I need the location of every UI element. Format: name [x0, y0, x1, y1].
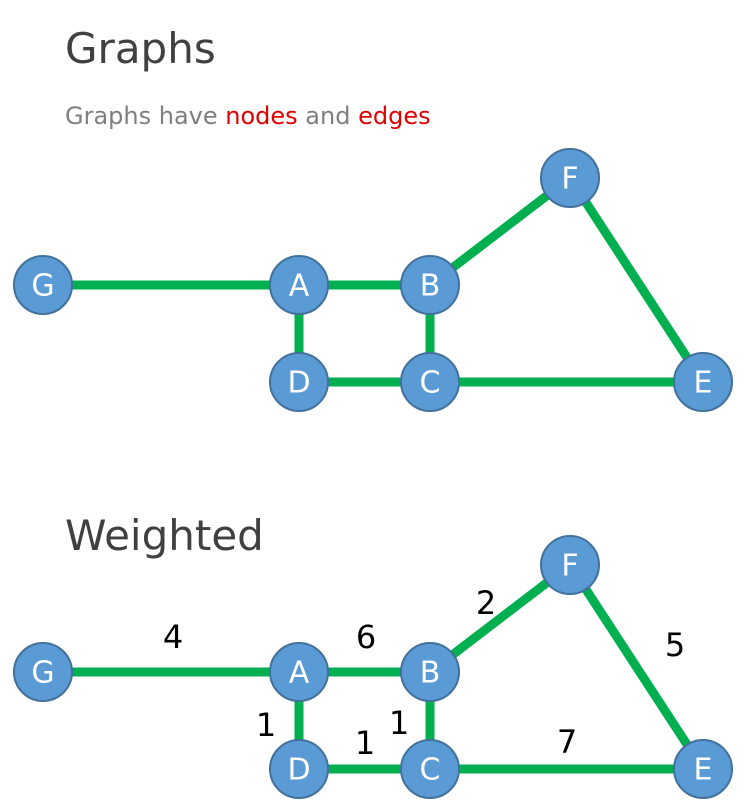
weight-label-b-f: 2 — [476, 584, 496, 622]
graph1-node-label-a: A — [289, 269, 310, 304]
graph1-node-circle-g — [13, 255, 73, 315]
graph1-node-label-e: E — [694, 366, 713, 401]
graph1-node-circle-a — [269, 255, 329, 315]
graph1-node-g: G — [13, 255, 73, 315]
graph2-node-b: B — [400, 642, 460, 702]
graph2-node-circle-a — [269, 642, 329, 702]
graph2-node-label-f: F — [561, 549, 578, 584]
graphs-title: Graphs — [65, 24, 216, 73]
graph1-node-label-b: B — [420, 269, 441, 304]
subtitle-nodes-word: nodes — [225, 102, 298, 130]
graph2-node-label-g: G — [31, 656, 54, 691]
graph2-edge-f-e — [566, 562, 707, 772]
weight-label-b-c: 1 — [389, 704, 409, 742]
graph1-node-circle-e — [673, 352, 733, 412]
graph1-node-a: A — [269, 255, 329, 315]
graph1-edge-f-e — [566, 175, 707, 385]
weight-label-d-c: 1 — [355, 724, 375, 762]
unweighted-graph: G A B D C E F — [13, 148, 733, 412]
weighted-title: Weighted — [65, 511, 264, 560]
graph2-node-label-c: C — [420, 753, 441, 788]
graph2-node-label-a: A — [289, 656, 310, 691]
graph1-node-label-c: C — [420, 366, 441, 401]
graph2-node-f: F — [540, 535, 600, 595]
graph1-node-circle-f — [540, 148, 600, 208]
graph1-node-e: E — [673, 352, 733, 412]
weight-label-c-e: 7 — [557, 723, 577, 761]
subtitle-edges-word: edges — [358, 102, 431, 130]
weight-label-g-a: 4 — [163, 618, 183, 656]
graph1-node-circle-c — [400, 352, 460, 412]
weight-label-a-d: 1 — [256, 706, 276, 744]
graph2-node-label-b: B — [420, 656, 441, 691]
graph1-node-f: F — [540, 148, 600, 208]
graph1-node-circle-b — [400, 255, 460, 315]
graph2-node-circle-b — [400, 642, 460, 702]
graph1-node-label-g: G — [31, 269, 54, 304]
graph2-node-circle-e — [673, 739, 733, 799]
graph2-node-g: G — [13, 642, 73, 702]
graph1-node-d: D — [269, 352, 329, 412]
graph1-node-label-f: F — [561, 162, 578, 197]
graphs-subtitle: Graphs have nodes and edges — [65, 102, 431, 131]
graph2-node-circle-g — [13, 642, 73, 702]
graph1-node-c: C — [400, 352, 460, 412]
graph2-node-circle-d — [269, 739, 329, 799]
graph1-node-label-d: D — [287, 366, 310, 401]
graph1-node-b: B — [400, 255, 460, 315]
subtitle-middle: and — [297, 102, 359, 130]
graph1-node-circle-d — [269, 352, 329, 412]
graph2-node-label-e: E — [694, 753, 713, 788]
weight-label-a-b: 6 — [356, 618, 376, 656]
graph2-node-a: A — [269, 642, 329, 702]
graph2-node-circle-f — [540, 535, 600, 595]
graph2-node-c: C — [400, 739, 460, 799]
graph2-node-d: D — [269, 739, 329, 799]
weight-label-f-e: 5 — [665, 626, 685, 664]
subtitle-prefix: Graphs have — [65, 102, 226, 130]
graph2-node-label-d: D — [287, 753, 310, 788]
graph2-node-circle-c — [400, 739, 460, 799]
graph2-node-e: E — [673, 739, 733, 799]
